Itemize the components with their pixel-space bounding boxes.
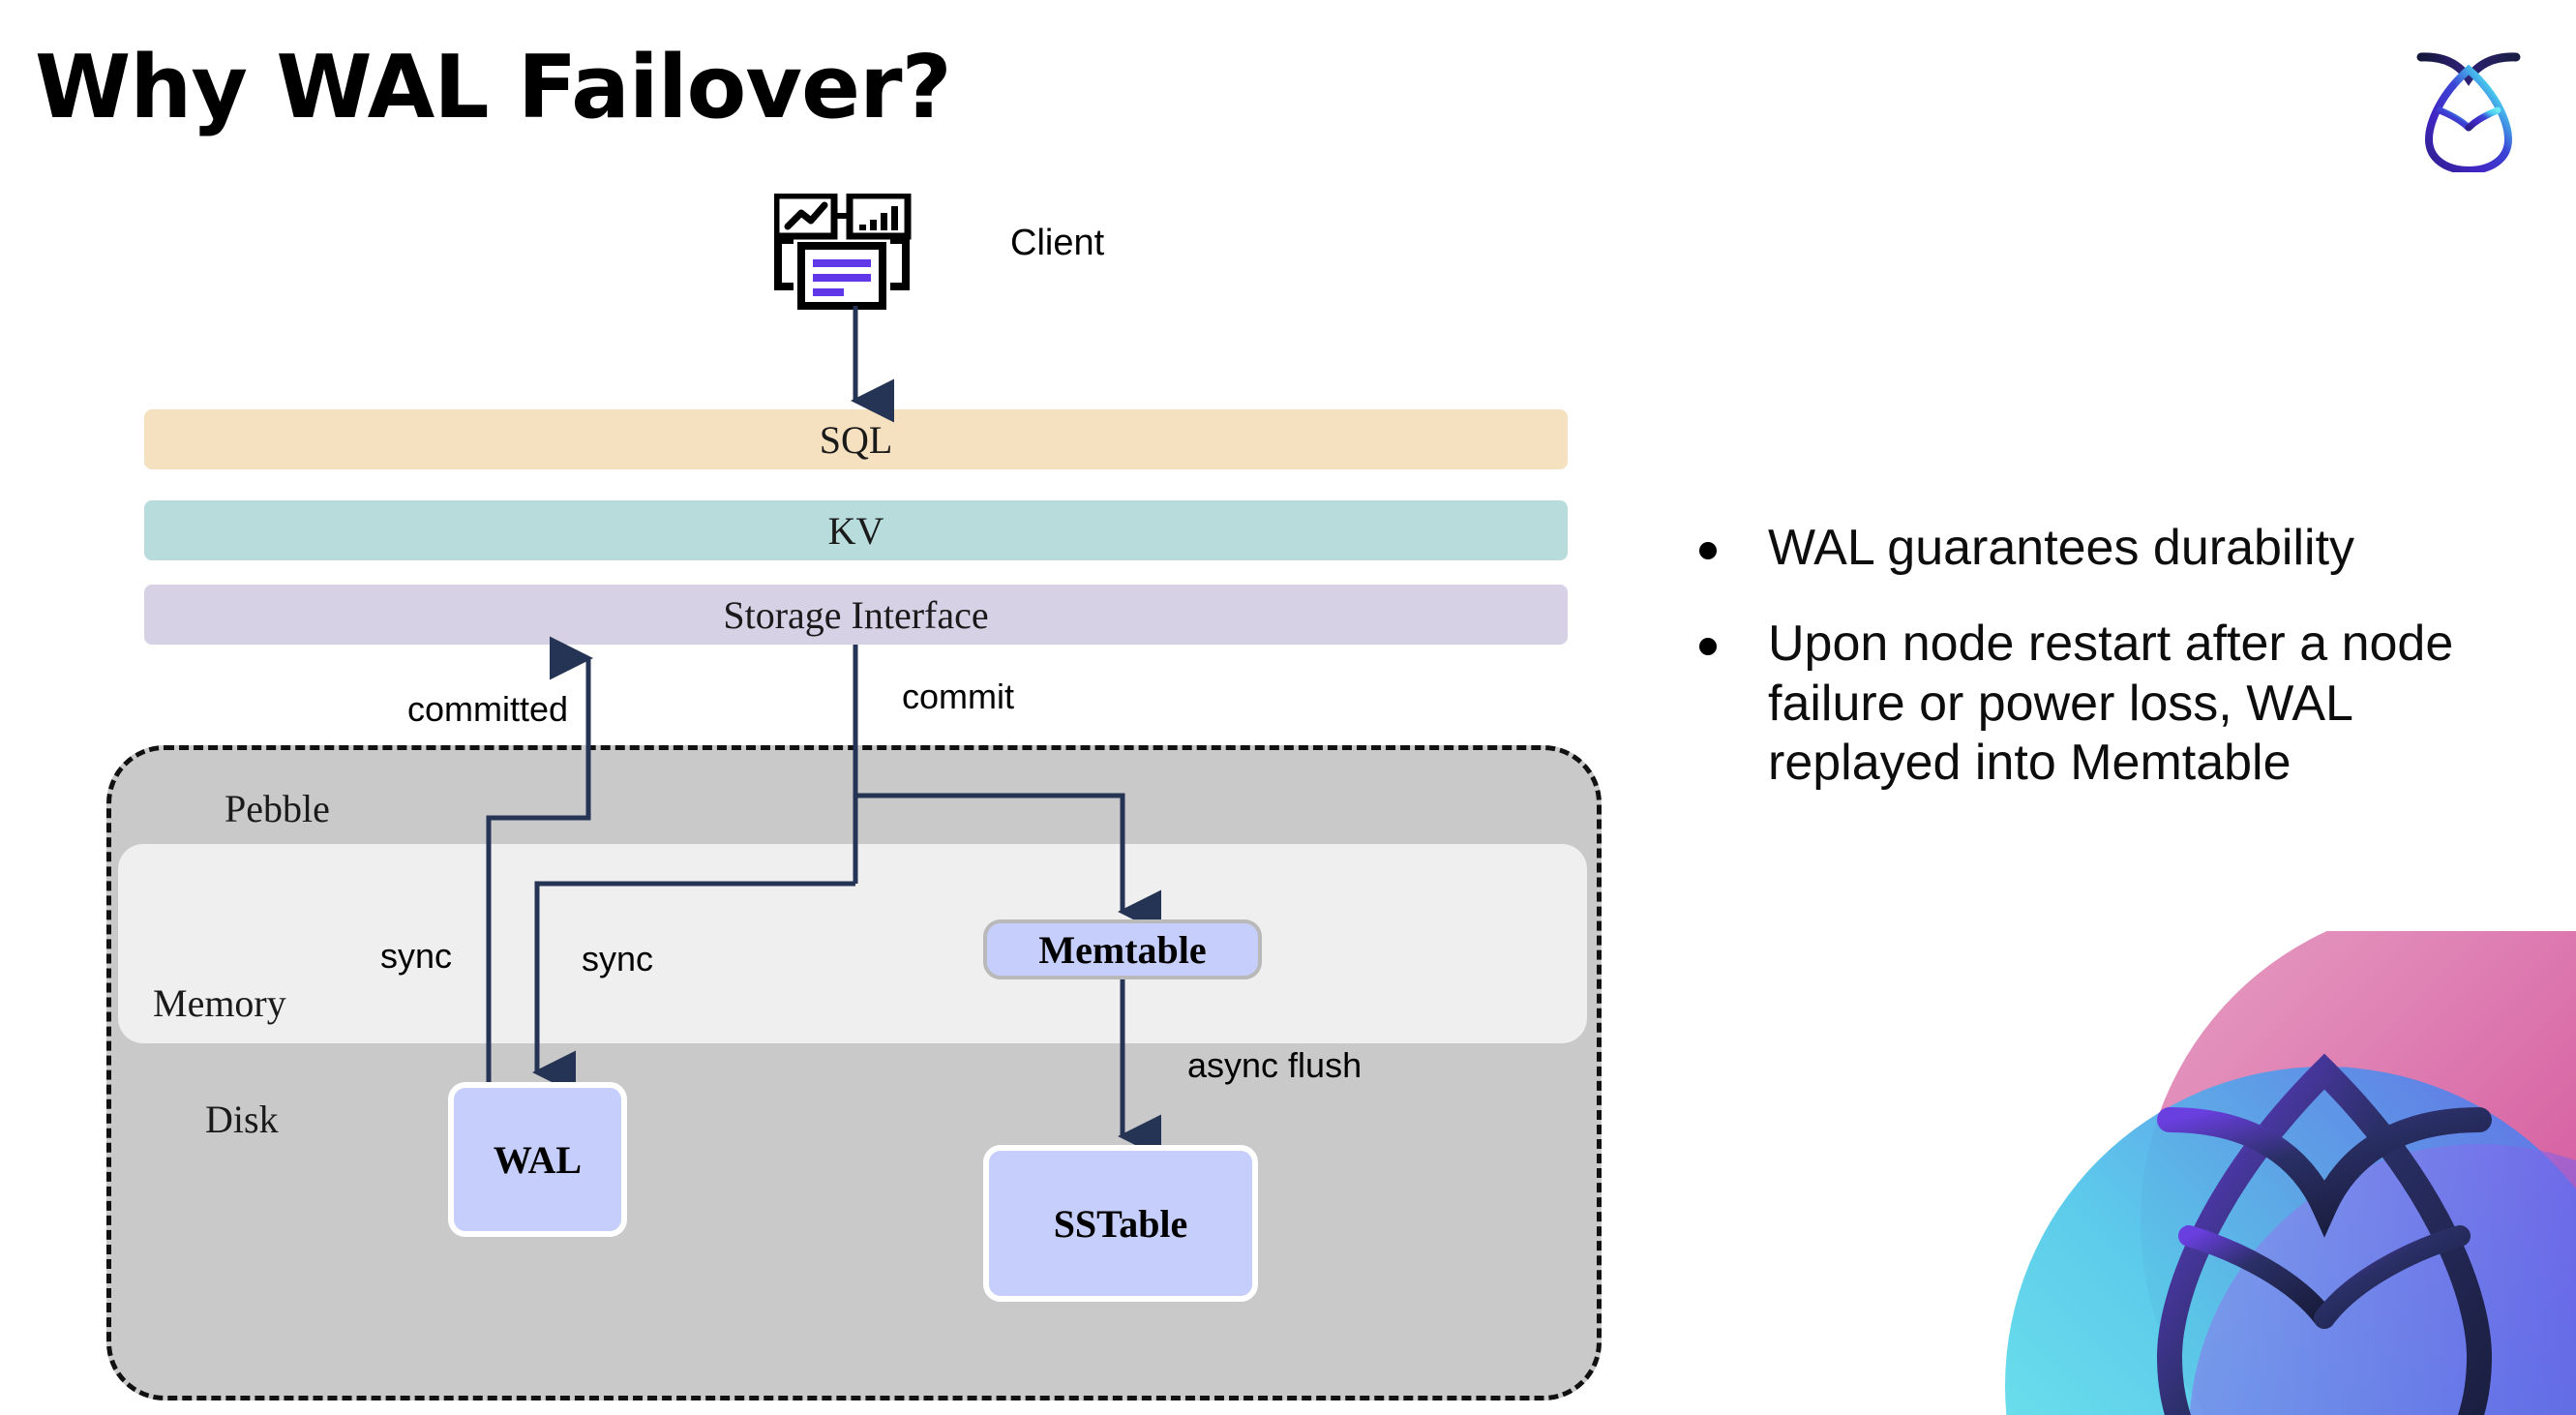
bullet-text: Upon node restart after a node failure o…	[1768, 616, 2454, 792]
bullet-dot-icon	[1699, 638, 1717, 656]
edge-label-sync-1: sync	[380, 936, 453, 976]
node-sstable: SSTable	[983, 1145, 1258, 1302]
architecture-diagram: Client SQL KV Storage Interface Pebble M…	[106, 192, 1602, 1400]
cockroachdb-logo-icon	[2396, 27, 2541, 175]
edge-label-commit: commit	[902, 677, 1014, 716]
node-memtable: Memtable	[983, 919, 1262, 979]
layer-bar-sql: SQL	[144, 409, 1568, 469]
client-dashboard-icon	[772, 192, 929, 310]
layer-bar-storage-interface: Storage Interface	[144, 585, 1568, 645]
page-title: Why WAL Failover?	[35, 37, 952, 138]
edge-label-committed: committed	[407, 689, 569, 729]
memory-region	[118, 844, 1587, 1043]
list-item: WAL guarantees durability	[1699, 519, 2551, 578]
bullet-list: WAL guarantees durability Upon node rest…	[1699, 519, 2551, 829]
disk-label: Disk	[205, 1098, 279, 1141]
layer-bar-kv: KV	[144, 500, 1568, 560]
node-wal: WAL	[448, 1082, 627, 1237]
list-item: Upon node restart after a node failure o…	[1699, 615, 2551, 793]
edge-label-async-flush: async flush	[1187, 1045, 1363, 1085]
edge-label-sync-2: sync	[582, 939, 654, 978]
bullet-dot-icon	[1699, 542, 1717, 559]
bullet-text: WAL guarantees durability	[1768, 520, 2355, 576]
cockroachdb-circles-decoration-icon	[1937, 931, 2576, 1415]
pebble-label: Pebble	[225, 787, 330, 830]
memory-label: Memory	[153, 981, 286, 1025]
client-label: Client	[1010, 223, 1105, 263]
